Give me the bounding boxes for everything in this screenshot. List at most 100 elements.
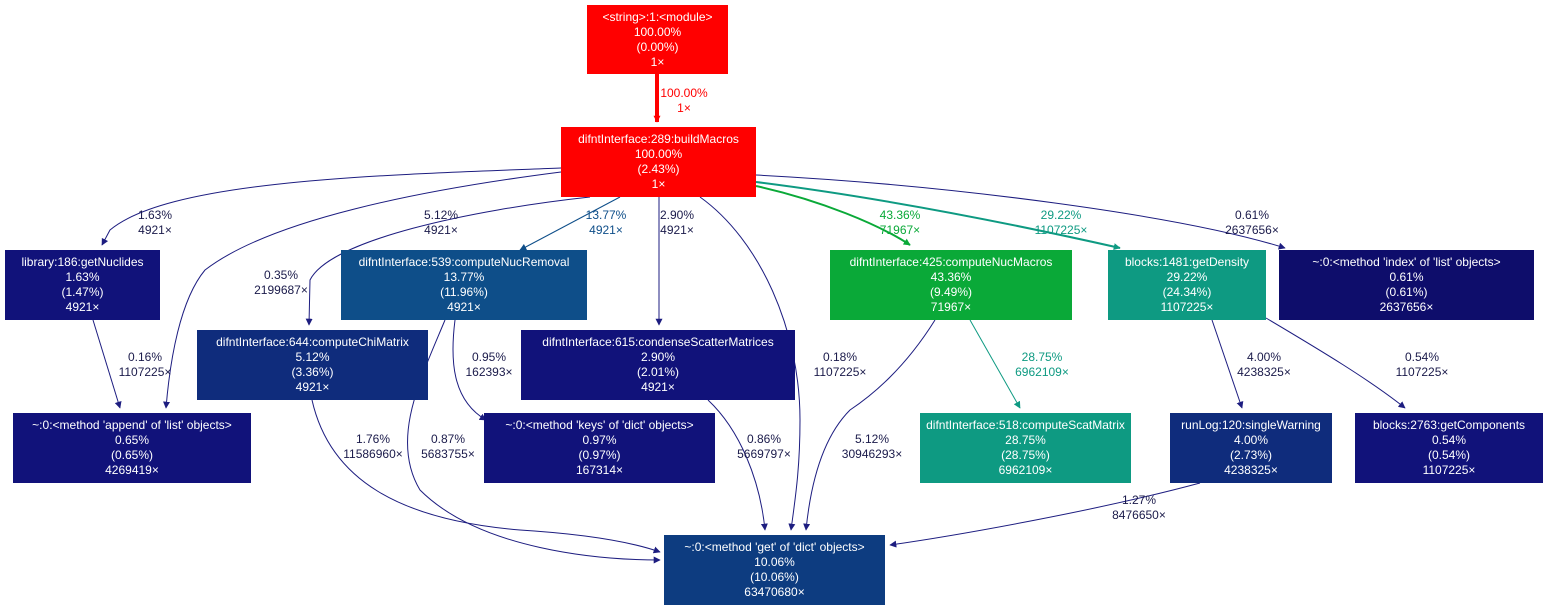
node-total-percent: 43.36% [930,270,972,284]
edge-percent: 0.86% [746,432,782,446]
edge-percent: 1.76% [355,432,391,446]
edge-label-buildMacros-to-computeChiMatrix: 5.12%4921× [424,208,458,238]
node-self-percent: (2.01%) [636,365,680,379]
edge-label-computeNucMacros-to-dictGet: 5.12%30946293× [842,432,902,462]
edge-calls: 5669797× [737,447,791,461]
edge-label-condenseScatterMatrices-to-dictGet: 0.86%5669797× [737,432,791,462]
edge-calls: 5683755× [421,447,475,461]
edge-buildMacros-to-computeChiMatrix [305,196,591,326]
node-name: ~:0:<method 'get' of 'dict' objects> [684,540,865,554]
node-self-percent: (0.61%) [1385,285,1428,299]
edge-percent: 5.12% [854,432,890,446]
node-call-count: 4921× [447,300,481,314]
edge-percent: 4.00% [1246,350,1282,364]
edge-percent: 0.87% [430,432,466,446]
edge-percent: 0.61% [1234,208,1270,222]
node-call-count: 1107225× [1422,463,1476,477]
edge-percent: 29.22% [1040,208,1082,222]
node-self-percent: (2.73%) [1229,448,1273,462]
node-total-percent: 0.54% [1431,433,1467,447]
edge-label-buildMacros-to-listAppend: 0.35%2199687× [254,268,308,298]
edge-buildMacros-to-computeNucRemoval [519,196,621,251]
node-self-percent: (0.54%) [1427,448,1471,462]
edge-buildMacros-to-getDensity [755,181,1121,251]
node-total-percent: 100.00% [633,24,682,39]
node-name: difntInterface:644:computeChiMatrix [216,335,409,349]
edge-calls: 4921× [589,223,623,237]
edge-computeChiMatrix-to-dictGet [311,399,661,554]
edge-percent: 1.63% [137,208,173,222]
edge-buildMacros-to-getNuclides [101,167,562,246]
edge-percent: 0.54% [1404,350,1440,364]
edge-percent: 0.35% [263,268,299,282]
edge-percent: 0.95% [471,350,507,364]
node-dictKeys: ~:0:<method 'keys' of 'dict' objects>0.9… [484,413,715,483]
node-self-percent: (9.49%) [929,285,973,299]
node-name: ~:0:<method 'index' of 'list' objects> [1312,255,1501,269]
edge-percent: 5.12% [423,208,459,222]
edge-label-getDensity-to-getComponents: 0.54%1107225× [1396,350,1449,380]
node-total-percent: 100.00% [634,147,683,161]
edge-percent: 1.27% [1121,493,1157,507]
node-call-count: 4921× [65,300,100,314]
edge-calls: 1107225× [813,365,867,379]
node-self-percent: (28.75%) [1001,448,1050,462]
edge-label-computeNucMacros-to-computeScatMatrix: 28.75%6962109× [1015,350,1069,380]
node-call-count: 4269419× [105,463,159,477]
edge-calls: 1107225× [1395,365,1449,379]
edge-calls: 4921× [424,223,458,237]
edge-calls: 6962109× [1015,365,1069,379]
edge-computeNucMacros-to-dictGet [803,319,936,531]
node-self-percent: (11.96%) [440,285,488,299]
node-name: difntInterface:615:condenseScatterMatric… [542,335,774,349]
edge-percent: 0.16% [127,350,163,364]
edge-label-buildMacros-to-getNuclides: 1.63%4921× [138,208,172,238]
node-name: difntInterface:539:computeNucRemoval [358,255,570,269]
node-total-percent: 1.63% [65,270,100,284]
edge-label-computeNucRemoval-to-dictGet: 0.87%5683755× [421,432,475,462]
edge-percent: 28.75% [1021,350,1063,364]
node-call-count: 2637656× [1379,300,1434,314]
node-call-count: 167314× [575,463,624,477]
edge-calls: 30946293× [841,447,903,461]
edge-buildMacros-to-dictGet [699,196,801,531]
edge-label-singleWarning-to-dictGet: 1.27%8476650× [1112,493,1166,523]
node-name: blocks:2763:getComponents [1372,418,1526,432]
node-module: <string>:1:<module>100.00%(0.00%)1× [587,5,728,74]
node-listIndex: ~:0:<method 'index' of 'list' objects>0.… [1279,250,1534,320]
edge-getNuclides-to-listAppend [92,319,122,409]
edge-calls: 162393× [465,365,513,379]
edge-label-computeNucRemoval-to-dictKeys: 0.95%162393× [465,350,512,380]
node-self-percent: (0.65%) [110,448,154,462]
edge-label-buildMacros-to-computeNucMacros: 43.36%71967× [880,208,921,238]
node-call-count: 6962109× [998,463,1053,477]
node-self-percent: (3.36%) [291,365,334,379]
node-total-percent: 4.00% [1233,433,1269,447]
node-total-percent: 0.65% [114,433,150,447]
node-call-count: 1107225× [1160,300,1214,314]
node-self-percent: (10.06%) [750,570,799,584]
edge-label-buildMacros-to-computeNucRemoval: 13.77%4921× [586,208,627,238]
node-condenseScatterMatrices: difntInterface:615:condenseScatterMatric… [521,330,795,400]
node-listAppend: ~:0:<method 'append' of 'list' objects>0… [13,413,251,483]
edge-singleWarning-to-dictGet [889,482,1201,548]
node-total-percent: 28.75% [1005,433,1046,447]
node-name: ~:0:<method 'append' of 'list' objects> [32,418,232,432]
edge-calls: 11586960× [343,447,403,461]
edge-buildMacros-to-computeNucMacros [755,185,911,246]
edge-condenseScatterMatrices-to-dictGet [707,399,768,531]
node-total-percent: 0.61% [1389,270,1424,284]
node-total-percent: 5.12% [295,350,330,364]
node-name: ~:0:<method 'keys' of 'dict' objects> [505,418,694,432]
edge-buildMacros-to-listIndex [755,174,1286,250]
node-total-percent: 13.77% [443,270,485,284]
node-name: <string>:1:<module> [602,9,713,24]
edge-calls: 1107225× [1034,223,1088,237]
edge-calls: 1× [677,101,691,115]
